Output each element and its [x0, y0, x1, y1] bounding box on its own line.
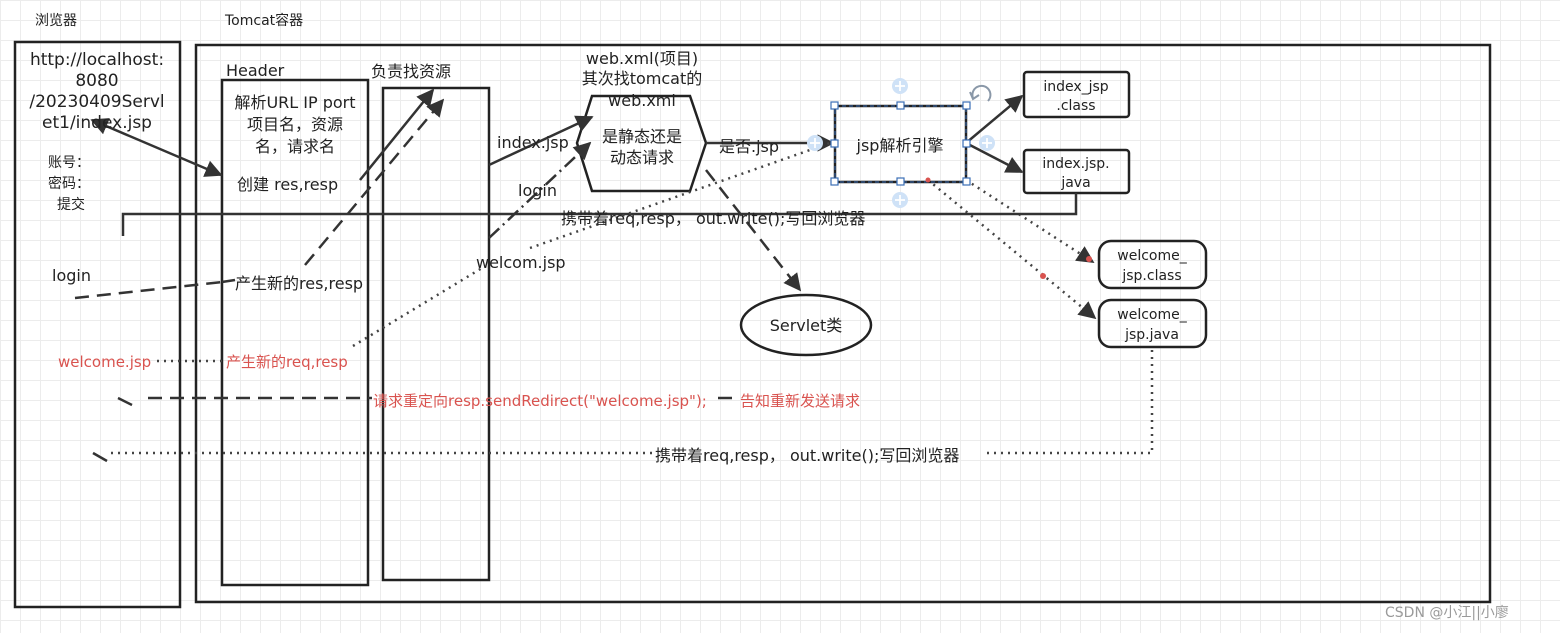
tomcat-label: Tomcat容器: [224, 12, 303, 29]
submit-button[interactable]: 提交: [57, 196, 85, 213]
hexagon-line-2: 动态请求: [610, 148, 674, 167]
header-title: Header: [226, 61, 285, 80]
header-line-1: 解析URL IP port: [234, 93, 355, 112]
resize-handle[interactable]: [896, 101, 905, 110]
index-jsp-arrow: [488, 115, 594, 167]
webxml-line-2: 其次找tomcat的: [582, 69, 703, 88]
add-connector-icon[interactable]: [807, 135, 823, 151]
welcome-class-line-1: welcome_: [1117, 248, 1187, 264]
return-path-2a: [985, 350, 1154, 455]
carry-label-1: 携带着req,resp， out.write();写回浏览器: [561, 209, 865, 228]
welcome-class-box: [1097, 239, 1208, 290]
header-box: [220, 78, 370, 587]
newres-tick: [221, 278, 236, 284]
login-left-label: login: [52, 266, 91, 285]
redirect-head: [117, 396, 133, 407]
watermark: CSDN @小江||小廖: [1385, 604, 1509, 621]
webxml-line-3: web.xml: [608, 91, 676, 110]
welcome-class-line-2: jsp.class: [1121, 268, 1181, 284]
return-path-1: [121, 193, 1078, 236]
add-connector-icon[interactable]: [979, 135, 995, 151]
url-line-4: et1/index.jsp: [42, 113, 152, 133]
index-java-line-1: index.jsp.: [1042, 156, 1109, 172]
carry-label-2: 携带着req,resp， out.write();写回浏览器: [655, 446, 959, 465]
welcom-dot-1: [352, 266, 483, 348]
resize-handle[interactable]: [896, 177, 905, 186]
index-java-line-2: java: [1060, 175, 1090, 191]
header-line-2: 项目名，资源: [247, 115, 343, 134]
servlet-label: Servlet类: [770, 316, 843, 335]
link-dot: [925, 177, 931, 183]
is-jsp-label: 是否.jsp: [719, 137, 779, 156]
webxml-line-1: web.xml(项目): [586, 49, 698, 68]
link-dot: [1040, 273, 1046, 279]
resize-handle[interactable]: [962, 101, 971, 110]
index-class-box: [1022, 70, 1131, 119]
rotate-icon[interactable]: [969, 84, 992, 102]
login-mid-label: login: [518, 181, 557, 200]
url-line-2: 8080: [75, 71, 118, 91]
create-label: 创建 res,resp: [237, 175, 338, 194]
welcome-java-line-2: jsp.java: [1124, 327, 1179, 343]
resize-handle[interactable]: [830, 139, 839, 148]
resize-handle[interactable]: [830, 101, 839, 110]
servlet-ellipse: [739, 293, 873, 357]
welcome-left-label: welcome.jsp: [58, 353, 151, 371]
add-connector-icon[interactable]: [892, 192, 908, 208]
index-class-line-1: index_jsp: [1043, 79, 1108, 95]
welcome-java-box: [1097, 298, 1208, 349]
password-label: 密码：: [48, 175, 90, 192]
tomcat-container: [194, 43, 1492, 604]
create-to-resource-arrow: [359, 88, 435, 181]
url-line-1: http://localhost:: [30, 50, 164, 70]
engine-label: jsp解析引擎: [856, 136, 944, 155]
new-req-label: 产生新的req,resp: [226, 353, 348, 371]
resource-title: 负责找资源: [371, 62, 451, 81]
resize-handle[interactable]: [962, 139, 971, 148]
login-to-newres: [74, 280, 223, 300]
hexagon-line-1: 是静态还是: [602, 127, 682, 146]
notify-label: 告知重新发送请求: [740, 392, 860, 410]
resize-handle[interactable]: [962, 177, 971, 186]
index-class-line-2: .class: [1056, 98, 1095, 114]
header-line-3: 名，请求名: [255, 137, 335, 156]
browser-label: 浏览器: [35, 13, 77, 29]
url-line-3: /20230409Servl: [29, 92, 164, 112]
resource-box: [381, 86, 491, 582]
browser-box: [13, 40, 182, 609]
engine-to-welcome-java: [927, 179, 1097, 320]
welcom-jsp-label: welcom.jsp: [476, 253, 566, 272]
engine-to-index-class: [965, 94, 1024, 144]
url-to-header-arrow: [90, 118, 223, 177]
redirect-label: 请求重定向resp.sendRedirect("welcome.jsp");: [373, 392, 707, 410]
index-jsp-label: index.jsp: [497, 133, 569, 152]
engine-to-index-java: [965, 141, 1024, 174]
link-dot: [1086, 256, 1092, 262]
resize-handle[interactable]: [830, 177, 839, 186]
return-head-2: [92, 451, 108, 463]
welcome-java-line-1: welcome_: [1117, 307, 1187, 323]
login-arrow: [488, 141, 592, 239]
new-res-label: 产生新的res,resp: [235, 274, 363, 293]
add-connector-icon[interactable]: [892, 78, 908, 94]
to-servlet-arrow: [705, 169, 802, 292]
newres-to-resource-arrow: [304, 98, 445, 266]
account-label: 账号：: [48, 155, 90, 171]
